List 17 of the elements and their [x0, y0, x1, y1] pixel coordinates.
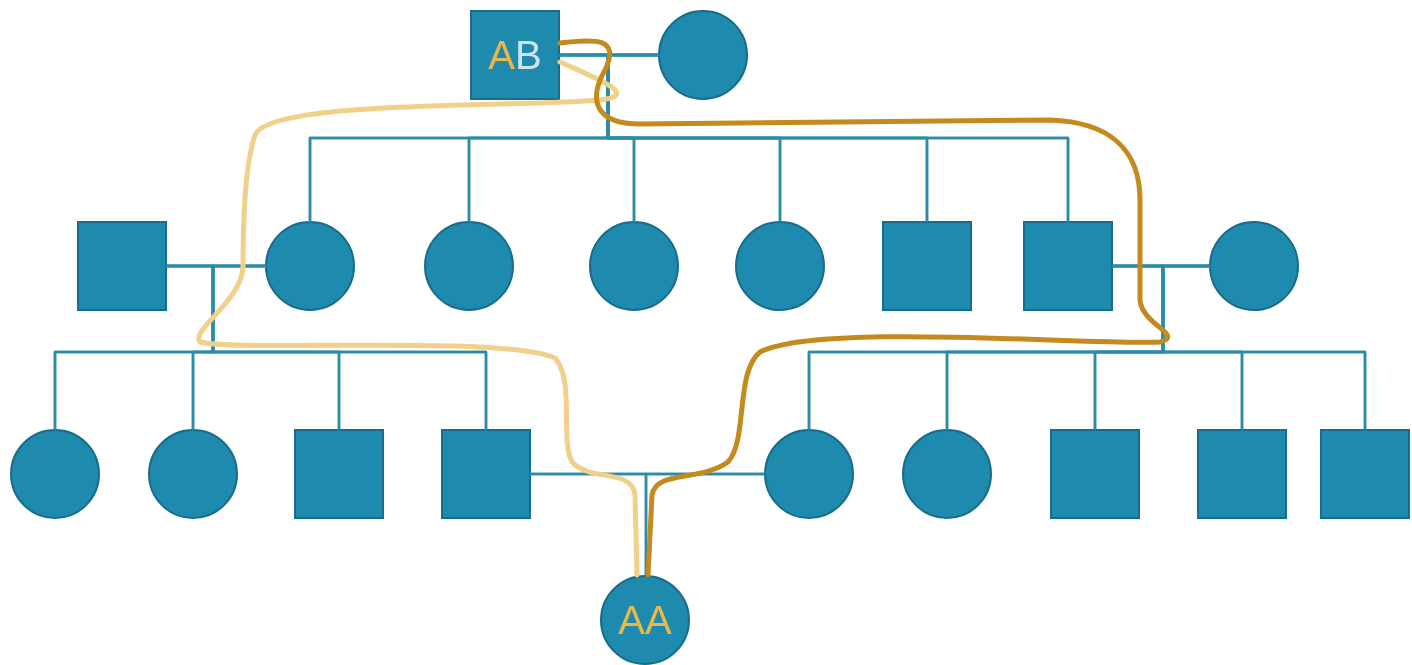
pedigree-line: [644, 472, 766, 577]
male-square: [441, 429, 531, 519]
male-square: [882, 221, 972, 311]
male-square: [1050, 429, 1140, 519]
allele-letter: A: [618, 600, 645, 640]
male-square: [77, 221, 167, 311]
male-square: [294, 429, 384, 519]
male-square: [1023, 221, 1113, 311]
male-square: [1320, 429, 1410, 519]
male-square: [470, 10, 560, 100]
pedigree-line: [1161, 264, 1367, 431]
allele-letter: A: [645, 600, 672, 640]
allele-letter: A: [488, 35, 515, 75]
inheritance-arrow: [557, 38, 1171, 578]
allele-letter: B: [515, 35, 542, 75]
inheritance-arrow: [196, 59, 640, 578]
male-square: [1197, 429, 1287, 519]
